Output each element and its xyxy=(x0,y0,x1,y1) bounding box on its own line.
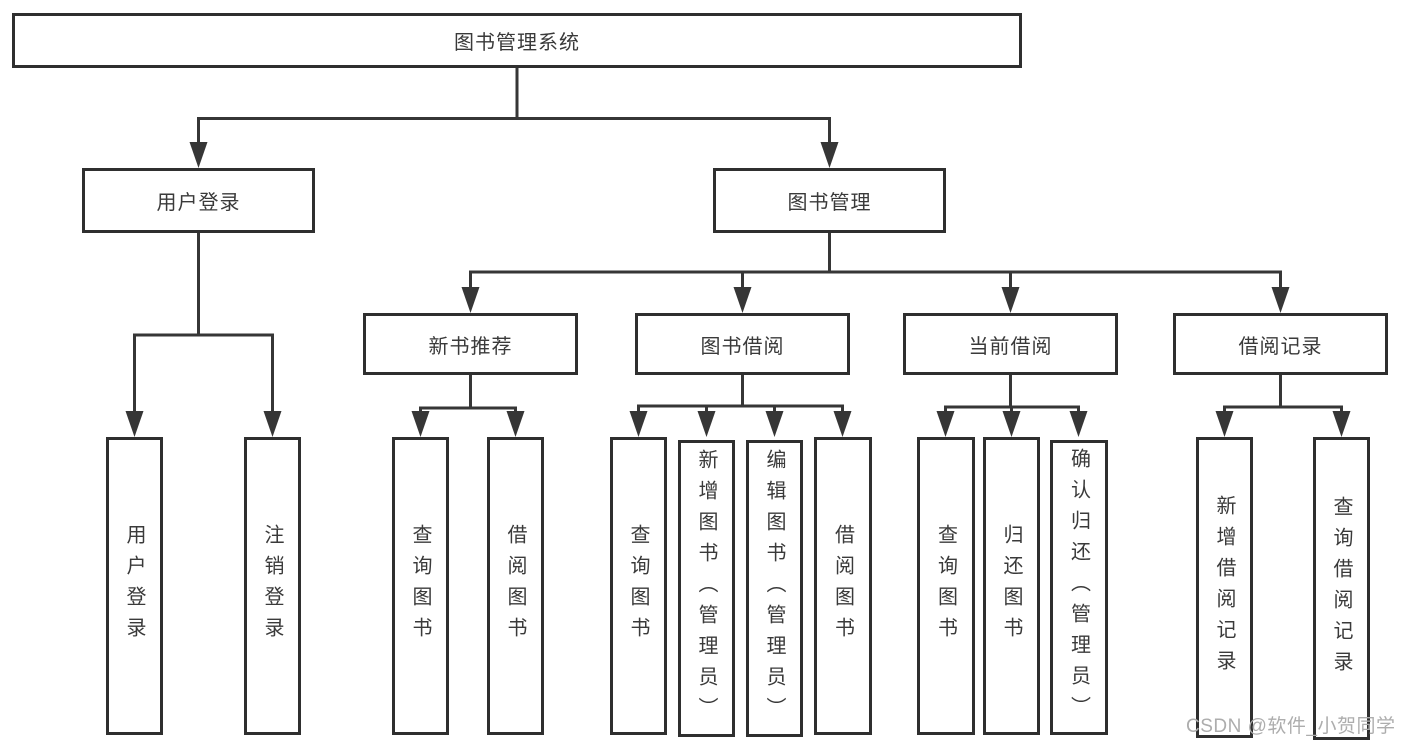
leaf-add-borrow-record-label: 新增借阅记录 xyxy=(1213,494,1235,681)
node-user-login-label: 用户登录 xyxy=(156,192,241,214)
leaf-query-borrow-record: 查询借阅记录 xyxy=(1313,437,1370,740)
leaf-edit-books-admin: 编辑图书（管理员） xyxy=(746,440,803,737)
leaf-confirm-return-admin: 确认归还（管理员） xyxy=(1050,440,1108,735)
leaf-return-books-label: 归还图书 xyxy=(1000,524,1022,648)
node-root: 图书管理系统 xyxy=(12,13,1022,68)
node-new-book-recommend: 新书推荐 xyxy=(363,313,578,375)
connector-borrow-records-to-leaves xyxy=(1215,375,1351,437)
connector-current-borrow-to-leaves xyxy=(936,375,1088,437)
leaf-query-books-2: 查询图书 xyxy=(610,437,667,735)
leaf-borrow-books-1-label: 借阅图书 xyxy=(504,524,526,648)
node-book-management-label: 图书管理 xyxy=(787,192,872,214)
node-book-borrow: 图书借阅 xyxy=(635,313,850,375)
node-current-borrow-label: 当前借阅 xyxy=(968,335,1053,358)
node-borrow-records: 借阅记录 xyxy=(1173,313,1388,375)
connector-book-management-to-level3 xyxy=(461,233,1290,313)
leaf-borrow-books-2-label: 借阅图书 xyxy=(831,524,854,648)
leaf-return-books: 归还图书 xyxy=(983,437,1040,735)
leaf-query-books-1-label: 查询图书 xyxy=(409,524,431,648)
node-borrow-records-label: 借阅记录 xyxy=(1238,335,1323,358)
leaf-query-books-3-label: 查询图书 xyxy=(934,524,957,648)
watermark: CSDN @软件_小贺同学 xyxy=(1186,716,1396,737)
leaf-query-borrow-record-label: 查询借阅记录 xyxy=(1330,495,1352,682)
node-book-borrow-label: 图书借阅 xyxy=(700,335,785,358)
connector-root-to-level2 xyxy=(189,68,839,168)
node-root-label: 图书管理系统 xyxy=(454,32,580,54)
leaf-borrow-books-2: 借阅图书 xyxy=(814,437,872,735)
leaf-user-login: 用户登录 xyxy=(106,437,163,735)
leaf-user-login-label: 用户登录 xyxy=(123,524,145,648)
leaf-borrow-books-1: 借阅图书 xyxy=(487,437,544,735)
connector-book-borrow-to-leaves xyxy=(629,375,852,437)
node-current-borrow: 当前借阅 xyxy=(903,313,1118,375)
leaf-query-books-2-label: 查询图书 xyxy=(627,524,649,648)
connector-new-book-recommend-to-leaves xyxy=(411,375,525,437)
node-new-book-recommend-label: 新书推荐 xyxy=(428,335,513,358)
leaf-logout: 注销登录 xyxy=(244,437,301,735)
leaf-query-books-1: 查询图书 xyxy=(392,437,449,735)
leaf-confirm-return-admin-label: 确认归还（管理员） xyxy=(1067,448,1090,727)
leaf-logout-label: 注销登录 xyxy=(261,524,283,648)
leaf-edit-books-admin-label: 编辑图书（管理员） xyxy=(763,449,785,728)
node-book-management: 图书管理 xyxy=(713,168,946,233)
leaf-add-books-admin-label: 新增图书（管理员） xyxy=(695,449,717,728)
connector-user-login-to-leaves xyxy=(125,233,282,437)
leaf-add-books-admin: 新增图书（管理员） xyxy=(678,440,735,737)
leaf-query-books-3: 查询图书 xyxy=(917,437,975,735)
node-user-login: 用户登录 xyxy=(82,168,315,233)
leaf-add-borrow-record: 新增借阅记录 xyxy=(1196,437,1253,738)
